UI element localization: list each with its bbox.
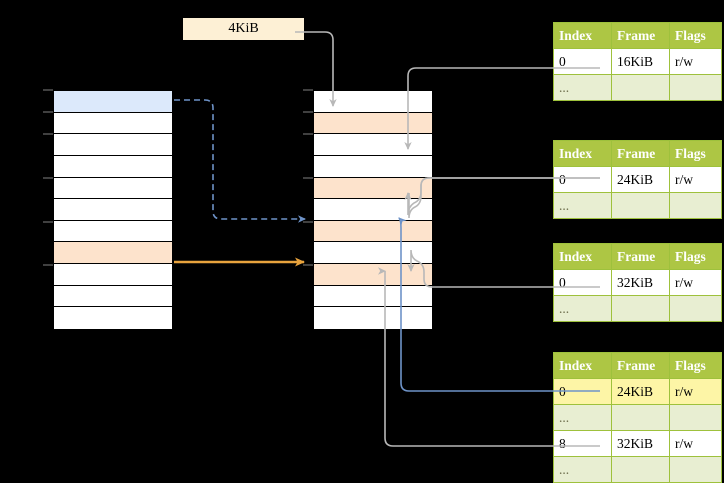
memory-row [314, 220, 432, 243]
table-cell: r/w [669, 48, 722, 75]
table-row: ... [553, 192, 722, 219]
memory-row [54, 155, 172, 178]
table-cell: ... [553, 295, 612, 322]
memory-row [314, 264, 432, 286]
column-header-flags: Flags [669, 140, 722, 167]
table-cell: r/w [669, 378, 722, 405]
memory-row [54, 199, 172, 221]
table-cell: 8 [553, 430, 612, 457]
page-size-label: 4KiB [183, 18, 304, 40]
table-row: ... [553, 456, 722, 483]
memory-row [54, 134, 172, 156]
table-cell: ... [553, 192, 612, 219]
memory-row [314, 307, 432, 329]
memory-row [54, 264, 172, 286]
column-header-frame: Frame [611, 352, 670, 379]
table-cell: 32KiB [611, 269, 670, 296]
table-cell: 0 [553, 48, 612, 75]
memory-row [54, 242, 172, 264]
table-cell [611, 295, 670, 322]
table-cell: 32KiB [611, 430, 670, 457]
table-cell [611, 192, 670, 219]
memory-row [314, 285, 432, 308]
table-cell [669, 295, 722, 322]
memory-row [314, 112, 432, 135]
table-cell: ... [553, 74, 612, 101]
wire-virtual-blue-to-physical [174, 99, 306, 223]
column-header-index: Index [553, 352, 612, 379]
column-header-index: Index [553, 243, 612, 270]
table-cell: r/w [669, 269, 722, 296]
table-cell: 24KiB [611, 166, 670, 193]
table-cell: 0 [553, 378, 612, 405]
column-header-frame: Frame [611, 22, 670, 49]
table-cell [611, 74, 670, 101]
memory-row [314, 134, 432, 156]
table-cell: 16KiB [611, 48, 670, 75]
column-header-index: Index [553, 140, 612, 167]
table-cell [611, 456, 670, 483]
column-header-index: Index [553, 22, 612, 49]
table-row: ... [553, 404, 722, 431]
memory-row [54, 91, 172, 113]
table-cell: r/w [669, 166, 722, 193]
memory-row [314, 242, 432, 264]
table-row: ... [553, 295, 722, 322]
table-cell: ... [553, 456, 612, 483]
column-header-frame: Frame [611, 140, 670, 167]
table-cell [669, 74, 722, 101]
table-cell: ... [553, 404, 612, 431]
memory-row [314, 91, 432, 113]
table-cell [669, 456, 722, 483]
table-cell: r/w [669, 430, 722, 457]
column-header-flags: Flags [669, 243, 722, 270]
table-cell [669, 404, 722, 431]
table-row: ... [553, 74, 722, 101]
memory-row [54, 177, 172, 200]
memory-row [54, 112, 172, 135]
table-cell: 0 [553, 269, 612, 296]
memory-row [54, 285, 172, 308]
table-cell [669, 192, 722, 219]
table-cell [611, 404, 670, 431]
table-cell: 24KiB [611, 378, 670, 405]
memory-row [314, 177, 432, 200]
virtual-address-space-column [53, 90, 173, 330]
column-header-flags: Flags [669, 22, 722, 49]
memory-row [54, 307, 172, 329]
physical-memory-column [313, 90, 433, 330]
memory-row [314, 155, 432, 178]
column-header-flags: Flags [669, 352, 722, 379]
table-cell: 0 [553, 166, 612, 193]
column-header-frame: Frame [611, 243, 670, 270]
memory-row [314, 199, 432, 221]
memory-row [54, 220, 172, 243]
